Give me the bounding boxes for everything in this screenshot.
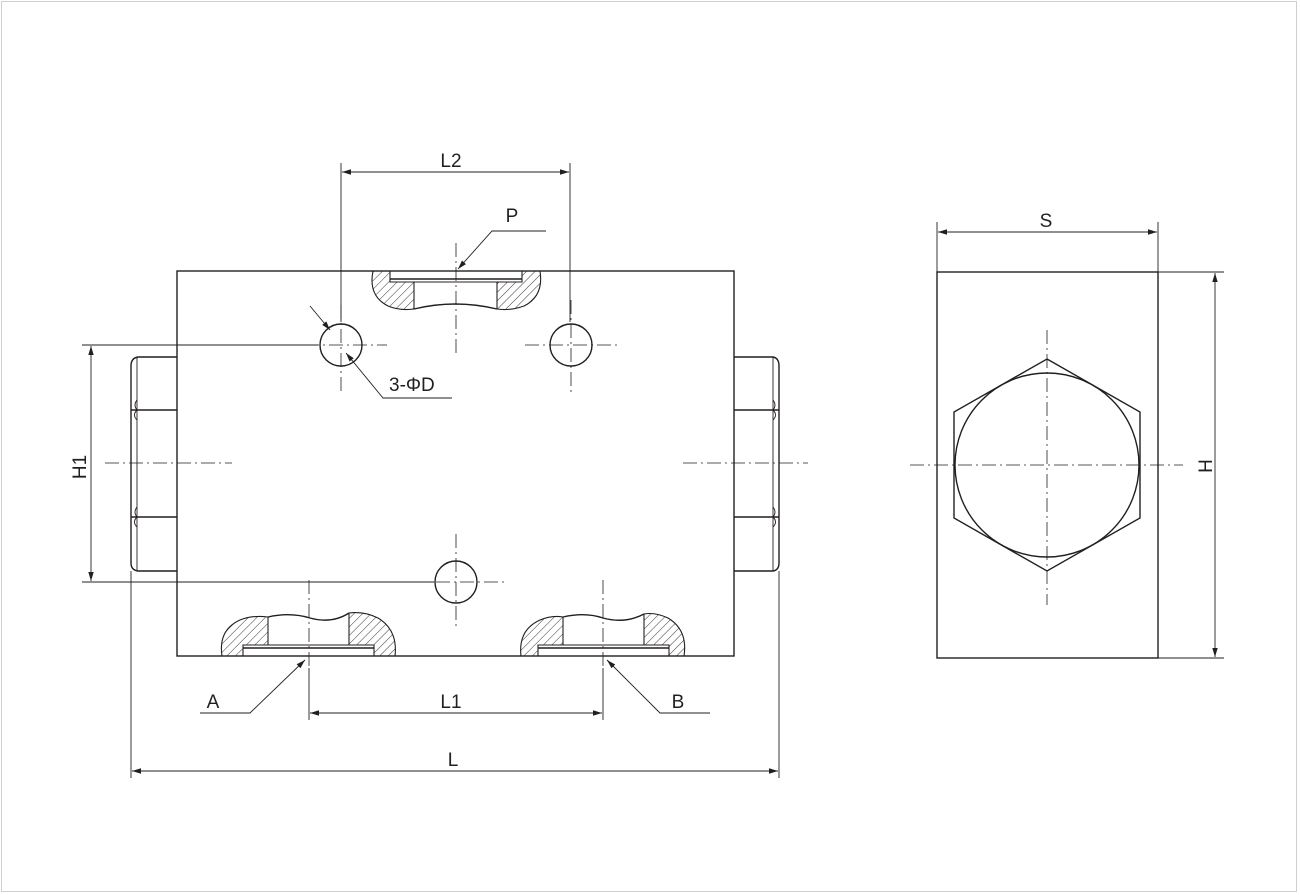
front-centerlines: [105, 243, 808, 668]
valve-body-outline: [176, 270, 735, 657]
label-s: S: [1040, 211, 1053, 232]
label-a: A: [207, 692, 220, 713]
port-b-section: [520, 612, 686, 657]
leader-dia-outer: [309, 305, 331, 331]
label-p: P: [506, 206, 519, 227]
label-l2: L2: [440, 151, 461, 172]
label-l: L: [448, 750, 459, 771]
side-view: S H: [910, 211, 1224, 659]
left-hex-nut: [130, 356, 177, 572]
label-dia: 3-ΦD: [389, 375, 435, 396]
leader-a: [200, 659, 306, 714]
port-a-section: [220, 612, 396, 657]
extension-lines: [82, 163, 780, 778]
label-h1: H1: [70, 455, 91, 479]
right-hex-nut: [734, 356, 780, 572]
label-b: B: [672, 692, 685, 713]
leader-dia: [345, 352, 452, 399]
leader-p: [457, 230, 546, 270]
label-l1: L1: [440, 692, 461, 713]
front-view: L2 P 3-ΦD H1 A L1 B L: [70, 151, 808, 778]
label-h: H: [1196, 459, 1217, 473]
leader-b: [606, 659, 710, 714]
